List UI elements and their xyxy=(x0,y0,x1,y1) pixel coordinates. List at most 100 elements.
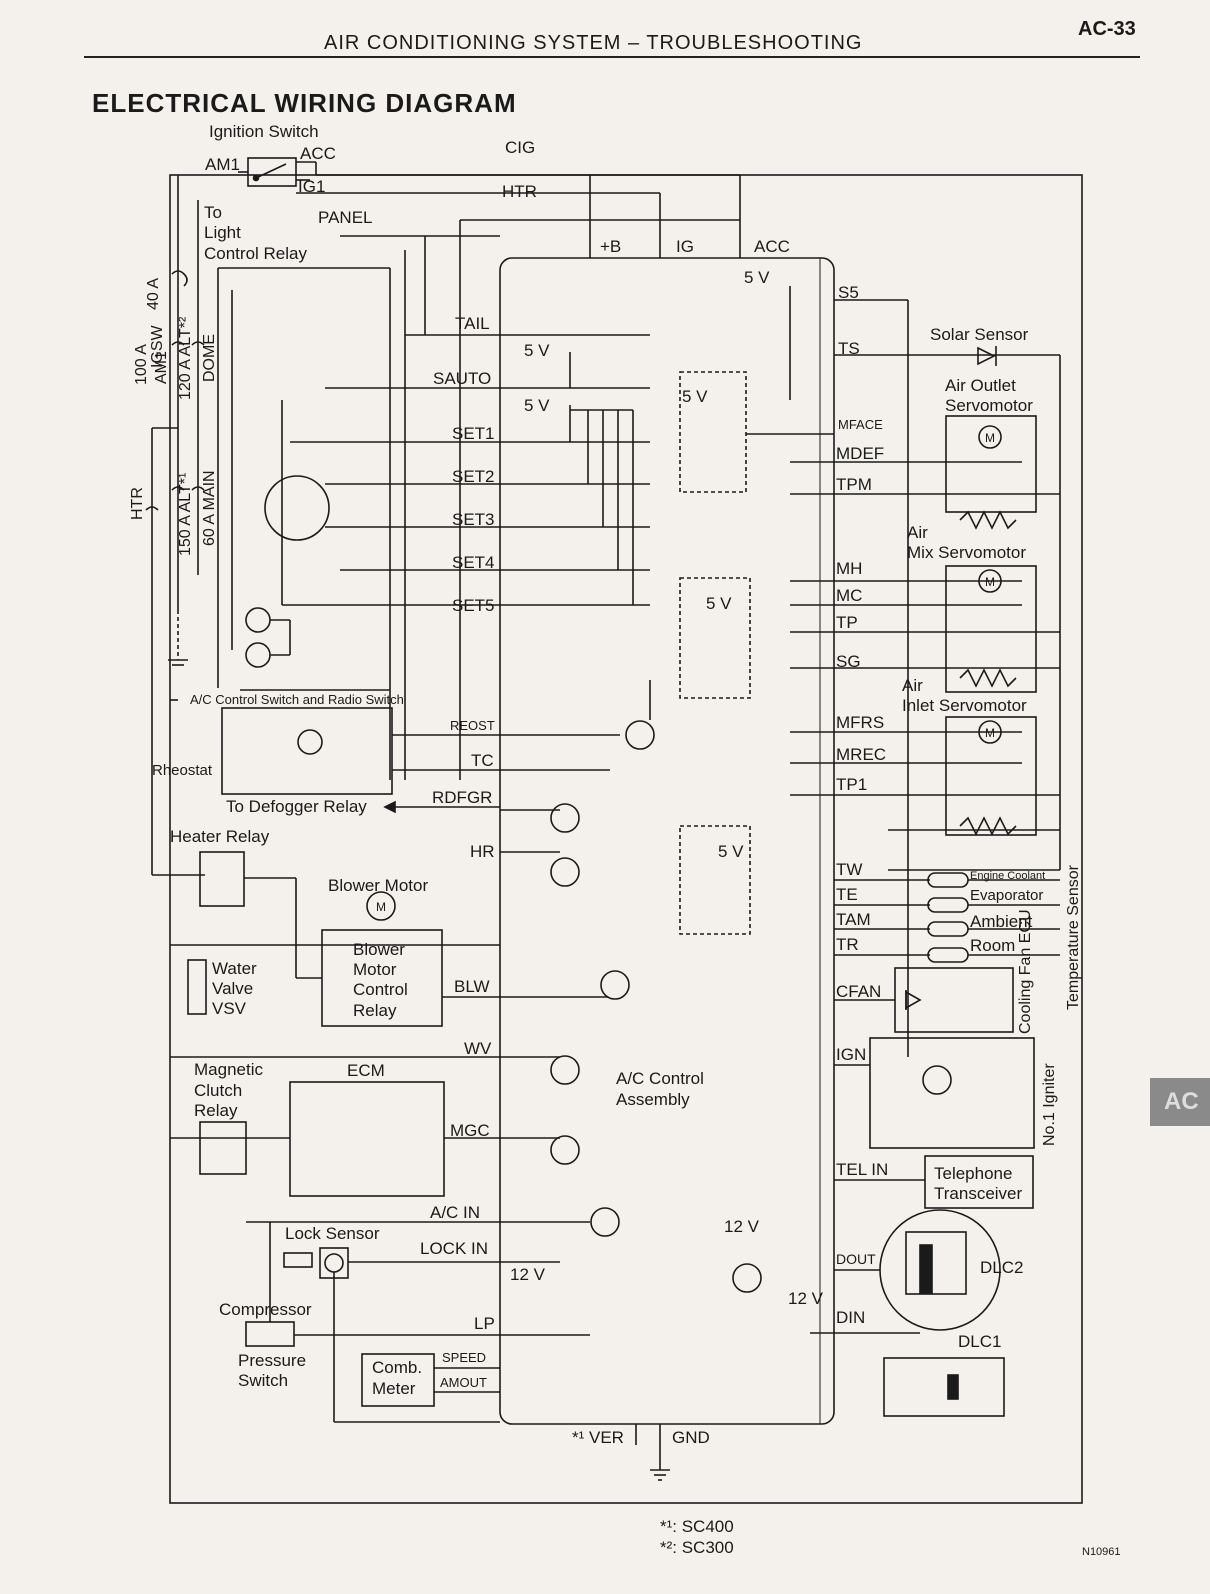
label-cig: CIG xyxy=(505,138,535,157)
label-lp: LP xyxy=(474,1314,495,1333)
motor-symbol-blower: M xyxy=(376,900,386,914)
label-te: TE xyxy=(836,885,858,904)
label-mfrs: MFRS xyxy=(836,713,884,732)
label-ac-in: A/C IN xyxy=(430,1203,480,1222)
label-meter: Meter xyxy=(372,1379,416,1398)
label-gnd: GND xyxy=(672,1428,710,1447)
label-rdfgr: RDFGR xyxy=(432,788,492,807)
label-hr: HR xyxy=(470,842,495,861)
label-bmcr-4: Relay xyxy=(353,1001,397,1020)
label-solar-sensor: Solar Sensor xyxy=(930,325,1029,344)
label-dout: DOUT xyxy=(836,1251,876,1267)
footnotes: *¹: SC400 *²: SC300 xyxy=(660,1516,734,1558)
label-s5: S5 xyxy=(838,283,859,302)
section-tab-label: AC xyxy=(1164,1088,1199,1115)
label-set4: SET4 xyxy=(452,553,495,572)
label-no1-igniter: No.1 Igniter xyxy=(1041,1063,1058,1146)
label-blw: BLW xyxy=(454,977,490,996)
label-air-mix: Air xyxy=(907,523,928,542)
label-am1: AM1 xyxy=(205,155,240,174)
label-panel: PANEL xyxy=(318,208,373,227)
label-cfan: CFAN xyxy=(836,982,881,1001)
label-magnetic: Magnetic xyxy=(194,1060,263,1079)
label-dlc2: DLC2 xyxy=(980,1258,1023,1277)
label-amout: AMOUT xyxy=(440,1375,487,1390)
label-fuse-dome: DOME xyxy=(201,334,218,382)
label-tp1: TP1 xyxy=(836,775,867,794)
label-to: To xyxy=(204,203,222,222)
label-5v-f: 5 V xyxy=(718,842,744,861)
label-bmcr-3: Control xyxy=(353,980,408,999)
label-air-inlet: Air xyxy=(902,676,923,695)
label-mface: MFACE xyxy=(838,417,883,432)
ignition-switch xyxy=(238,157,317,187)
label-relay: Relay xyxy=(194,1101,238,1120)
temperature-sensors xyxy=(927,872,1060,963)
label-fuse-120a: 120 A ALT*² xyxy=(177,316,194,400)
motor-symbol-outlet: M xyxy=(985,431,995,445)
label-mh: MH xyxy=(836,559,862,578)
label-fuse-150a: 150 A ALT*¹ xyxy=(177,473,194,556)
diagram-title: ELECTRICAL WIRING DIAGRAM xyxy=(92,88,517,118)
label-to-defogger: To Defogger Relay xyxy=(226,797,367,816)
label-ign: IGN xyxy=(836,1045,866,1064)
label-light: Light xyxy=(204,223,241,242)
label-fuse-am1: AM1 xyxy=(153,351,170,384)
igniter-box xyxy=(869,1037,1035,1149)
servomotor-boxes xyxy=(945,415,1037,836)
label-din: DIN xyxy=(836,1308,865,1327)
label-air-outlet: Air Outlet xyxy=(945,376,1016,395)
label-sauto: SAUTO xyxy=(433,369,491,388)
label-mgc: MGC xyxy=(450,1121,490,1140)
label-set1: SET1 xyxy=(452,424,495,443)
label-5v-b: 5 V xyxy=(524,341,550,360)
label-ac-control-1: A/C Control xyxy=(616,1069,704,1088)
label-ecm: ECM xyxy=(347,1061,385,1080)
solar-sensor xyxy=(977,346,997,366)
label-tw: TW xyxy=(836,860,862,879)
section-tab: AC xyxy=(1150,1078,1210,1126)
label-htr-fuse: HTR xyxy=(502,182,537,201)
label-5v-a: 5 V xyxy=(744,268,770,287)
label-mc: MC xyxy=(836,586,862,605)
label-ts: TS xyxy=(838,339,860,358)
label-control-relay: Control Relay xyxy=(204,244,307,263)
label-pressure: Pressure xyxy=(238,1351,306,1370)
label-vsv: VSV xyxy=(212,999,247,1018)
label-fuse-igsw-text: IGSW xyxy=(149,324,166,368)
diagram-labels: Ignition Switch AM1 ACC IG1 CIG HTR To L… xyxy=(129,122,1082,1447)
label-12v-c: 12 V xyxy=(788,1289,824,1308)
ac-control-assembly-box xyxy=(499,257,835,1425)
label-lock-sensor: Lock Sensor xyxy=(285,1224,380,1243)
diagram-code: N10961 xyxy=(1082,1546,1121,1558)
label-12v-a: 12 V xyxy=(510,1265,546,1284)
label-transceiver: Transceiver xyxy=(934,1184,1023,1203)
label-5v-d: 5 V xyxy=(682,387,708,406)
label-clutch: Clutch xyxy=(194,1081,242,1100)
footnote-1: *¹: SC400 xyxy=(660,1517,734,1536)
label-ac-switch: A/C Control Switch and Radio Switch xyxy=(190,692,404,707)
ecu-left-terminals xyxy=(500,334,650,1336)
motor-symbol-inlet: M xyxy=(985,726,995,740)
label-servomotor: Servomotor xyxy=(945,396,1033,415)
top-wiring xyxy=(217,174,741,780)
label-valve: Valve xyxy=(212,979,253,998)
motor-symbol-mix: M xyxy=(985,575,995,589)
label-fuse-40a: 40 A xyxy=(145,278,162,310)
label-fuse-htr: HTR xyxy=(129,487,146,520)
label-dlc1: DLC1 xyxy=(958,1332,1001,1351)
label-mix-servomotor: Mix Servomotor xyxy=(907,543,1026,562)
label-set2: SET2 xyxy=(452,467,495,486)
label-inlet-servomotor: Inlet Servomotor xyxy=(902,696,1027,715)
label-tpm: TPM xyxy=(836,475,872,494)
label-water: Water xyxy=(212,959,257,978)
fuse-column xyxy=(145,175,205,876)
label-comb: Comb. xyxy=(372,1358,422,1377)
cooling-fan-ecu-box xyxy=(894,967,1014,1033)
bottom-ground xyxy=(635,1424,670,1481)
label-plus-b: +B xyxy=(600,237,621,256)
left-lower-devices xyxy=(170,851,500,1423)
label-tail: TAIL xyxy=(455,314,490,333)
